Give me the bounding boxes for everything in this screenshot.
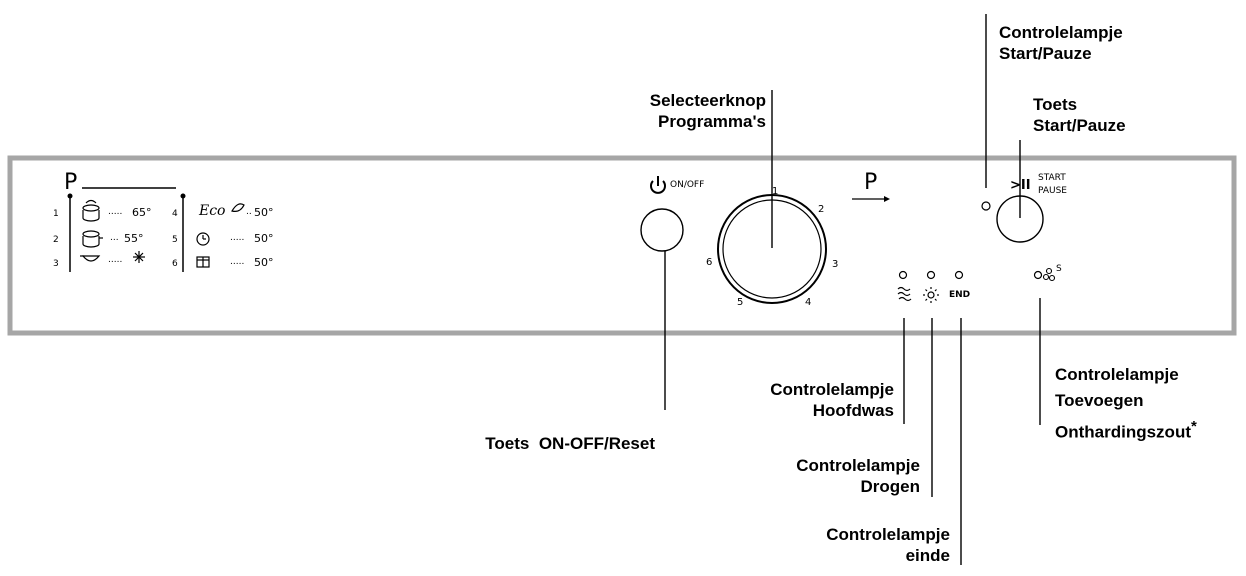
program-number-5: 5 xyxy=(172,235,178,245)
program-number-6: 6 xyxy=(172,259,178,269)
dial-number-2: 2 xyxy=(818,204,825,215)
main-wash-icon xyxy=(897,286,912,302)
drying-light xyxy=(926,270,936,280)
start-label: START xyxy=(1038,173,1066,183)
program-number-3: 3 xyxy=(53,259,59,269)
on-off-label: ON/OFF xyxy=(670,180,705,190)
power-icon xyxy=(650,176,666,194)
callout-selector-knob: Selecteerknop Programma's xyxy=(650,90,766,132)
callout-start-pause-light: Controlelampje Start/Pauze xyxy=(999,22,1123,64)
program-number-2: 2 xyxy=(53,235,59,245)
dial-number-1: 1 xyxy=(772,186,779,197)
drying-sun-icon xyxy=(923,287,939,303)
callout-start-pause-button-line1: Toets xyxy=(1033,95,1078,114)
rinse-bowl-icon xyxy=(80,255,101,262)
callout-end-light-line1: Controlelampje xyxy=(826,525,950,544)
callout-on-off-button: Toets ON-OFF/Reset xyxy=(485,391,655,475)
snowflake-icon xyxy=(133,251,145,263)
callout-start-pause-light-line1: Controlelampje xyxy=(999,23,1123,42)
dial-number-4: 4 xyxy=(805,297,812,308)
program-dots-2: ... xyxy=(110,233,119,243)
callout-selector-knob-line2: Programma's xyxy=(658,112,766,131)
callout-selector-knob-line1: Selecteerknop xyxy=(649,91,766,110)
program-dots-1: ..... xyxy=(108,207,123,217)
callout-leader-lines xyxy=(664,14,1041,565)
dial-number-6: 6 xyxy=(706,257,713,268)
program-eco-prefix: Eco xyxy=(199,203,226,219)
program-list-mid-dot xyxy=(180,193,186,199)
dial-number-3: 3 xyxy=(832,259,839,270)
callout-start-pause-light-line2: Start/Pauze xyxy=(999,44,1092,63)
end-light xyxy=(954,270,964,280)
salt-symbol-sup: S xyxy=(1056,264,1062,274)
main-wash-light xyxy=(898,270,908,280)
end-label: END xyxy=(949,290,971,300)
callout-salt-light-line1: Controlelampje xyxy=(1055,365,1179,384)
callout-main-wash-light-line1: Controlelampje xyxy=(770,380,894,399)
callout-drying-light-line2: Drogen xyxy=(860,477,921,496)
callout-salt-light-line3: Onthardingszout* xyxy=(1055,414,1197,446)
callout-main-wash-light: Controlelampje Hoofdwas xyxy=(770,379,894,421)
salt-footnote-mark: * xyxy=(1190,418,1197,435)
eco-leaf-icon xyxy=(231,203,245,212)
program-arrow-label: P xyxy=(864,170,878,195)
program-dots-3: ..... xyxy=(108,255,123,265)
program-dots-6: ..... xyxy=(230,257,245,267)
control-panel-frame xyxy=(7,155,1237,336)
program-list-left-dot xyxy=(67,193,73,199)
intensive-pot-icon xyxy=(82,199,100,222)
program-number-4: 4 xyxy=(172,209,178,219)
dial-number-5: 5 xyxy=(737,297,744,308)
callout-end-light-line2: einde xyxy=(905,546,950,565)
callout-main-wash-light-line2: Hoofdwas xyxy=(812,401,894,420)
program-temp-1: 65° xyxy=(132,206,152,219)
program-temp-5: 50° xyxy=(254,232,274,245)
salt-icon xyxy=(1042,267,1056,282)
callout-end-light: Controlelampje einde xyxy=(826,524,950,566)
pause-label: PAUSE xyxy=(1038,186,1067,196)
start-pause-light xyxy=(981,201,991,211)
start-pause-symbol: >II xyxy=(1010,178,1031,193)
callout-start-pause-button: Toets Start/Pauze xyxy=(1033,94,1126,136)
program-temp-2: 55° xyxy=(124,232,144,245)
callout-salt-light-line3-text: Onthardingszout xyxy=(1055,422,1191,442)
callout-salt-light: Controlelampje Toevoegen Onthardingszout… xyxy=(1055,362,1197,446)
program-arrow-head xyxy=(884,196,890,202)
glass-icon xyxy=(196,256,210,268)
program-dots-4: .. xyxy=(246,207,252,217)
callout-drying-light-line1: Controlelampje xyxy=(796,456,920,475)
program-temp-4: 50° xyxy=(254,206,274,219)
program-list-header: P xyxy=(64,170,78,195)
program-dots-5: ..... xyxy=(230,233,245,243)
on-off-button[interactable] xyxy=(640,208,684,252)
normal-pot-icon xyxy=(82,230,103,248)
quick-clock-icon xyxy=(196,232,210,246)
callout-salt-light-line2: Toevoegen xyxy=(1055,391,1144,410)
callout-start-pause-button-line2: Start/Pauze xyxy=(1033,116,1126,135)
callout-drying-light: Controlelampje Drogen xyxy=(796,455,920,497)
program-number-1: 1 xyxy=(53,209,59,219)
callout-on-off-button-line1: Toets ON-OFF/Reset xyxy=(485,434,655,453)
salt-light xyxy=(1033,270,1043,280)
program-temp-6: 50° xyxy=(254,256,274,269)
